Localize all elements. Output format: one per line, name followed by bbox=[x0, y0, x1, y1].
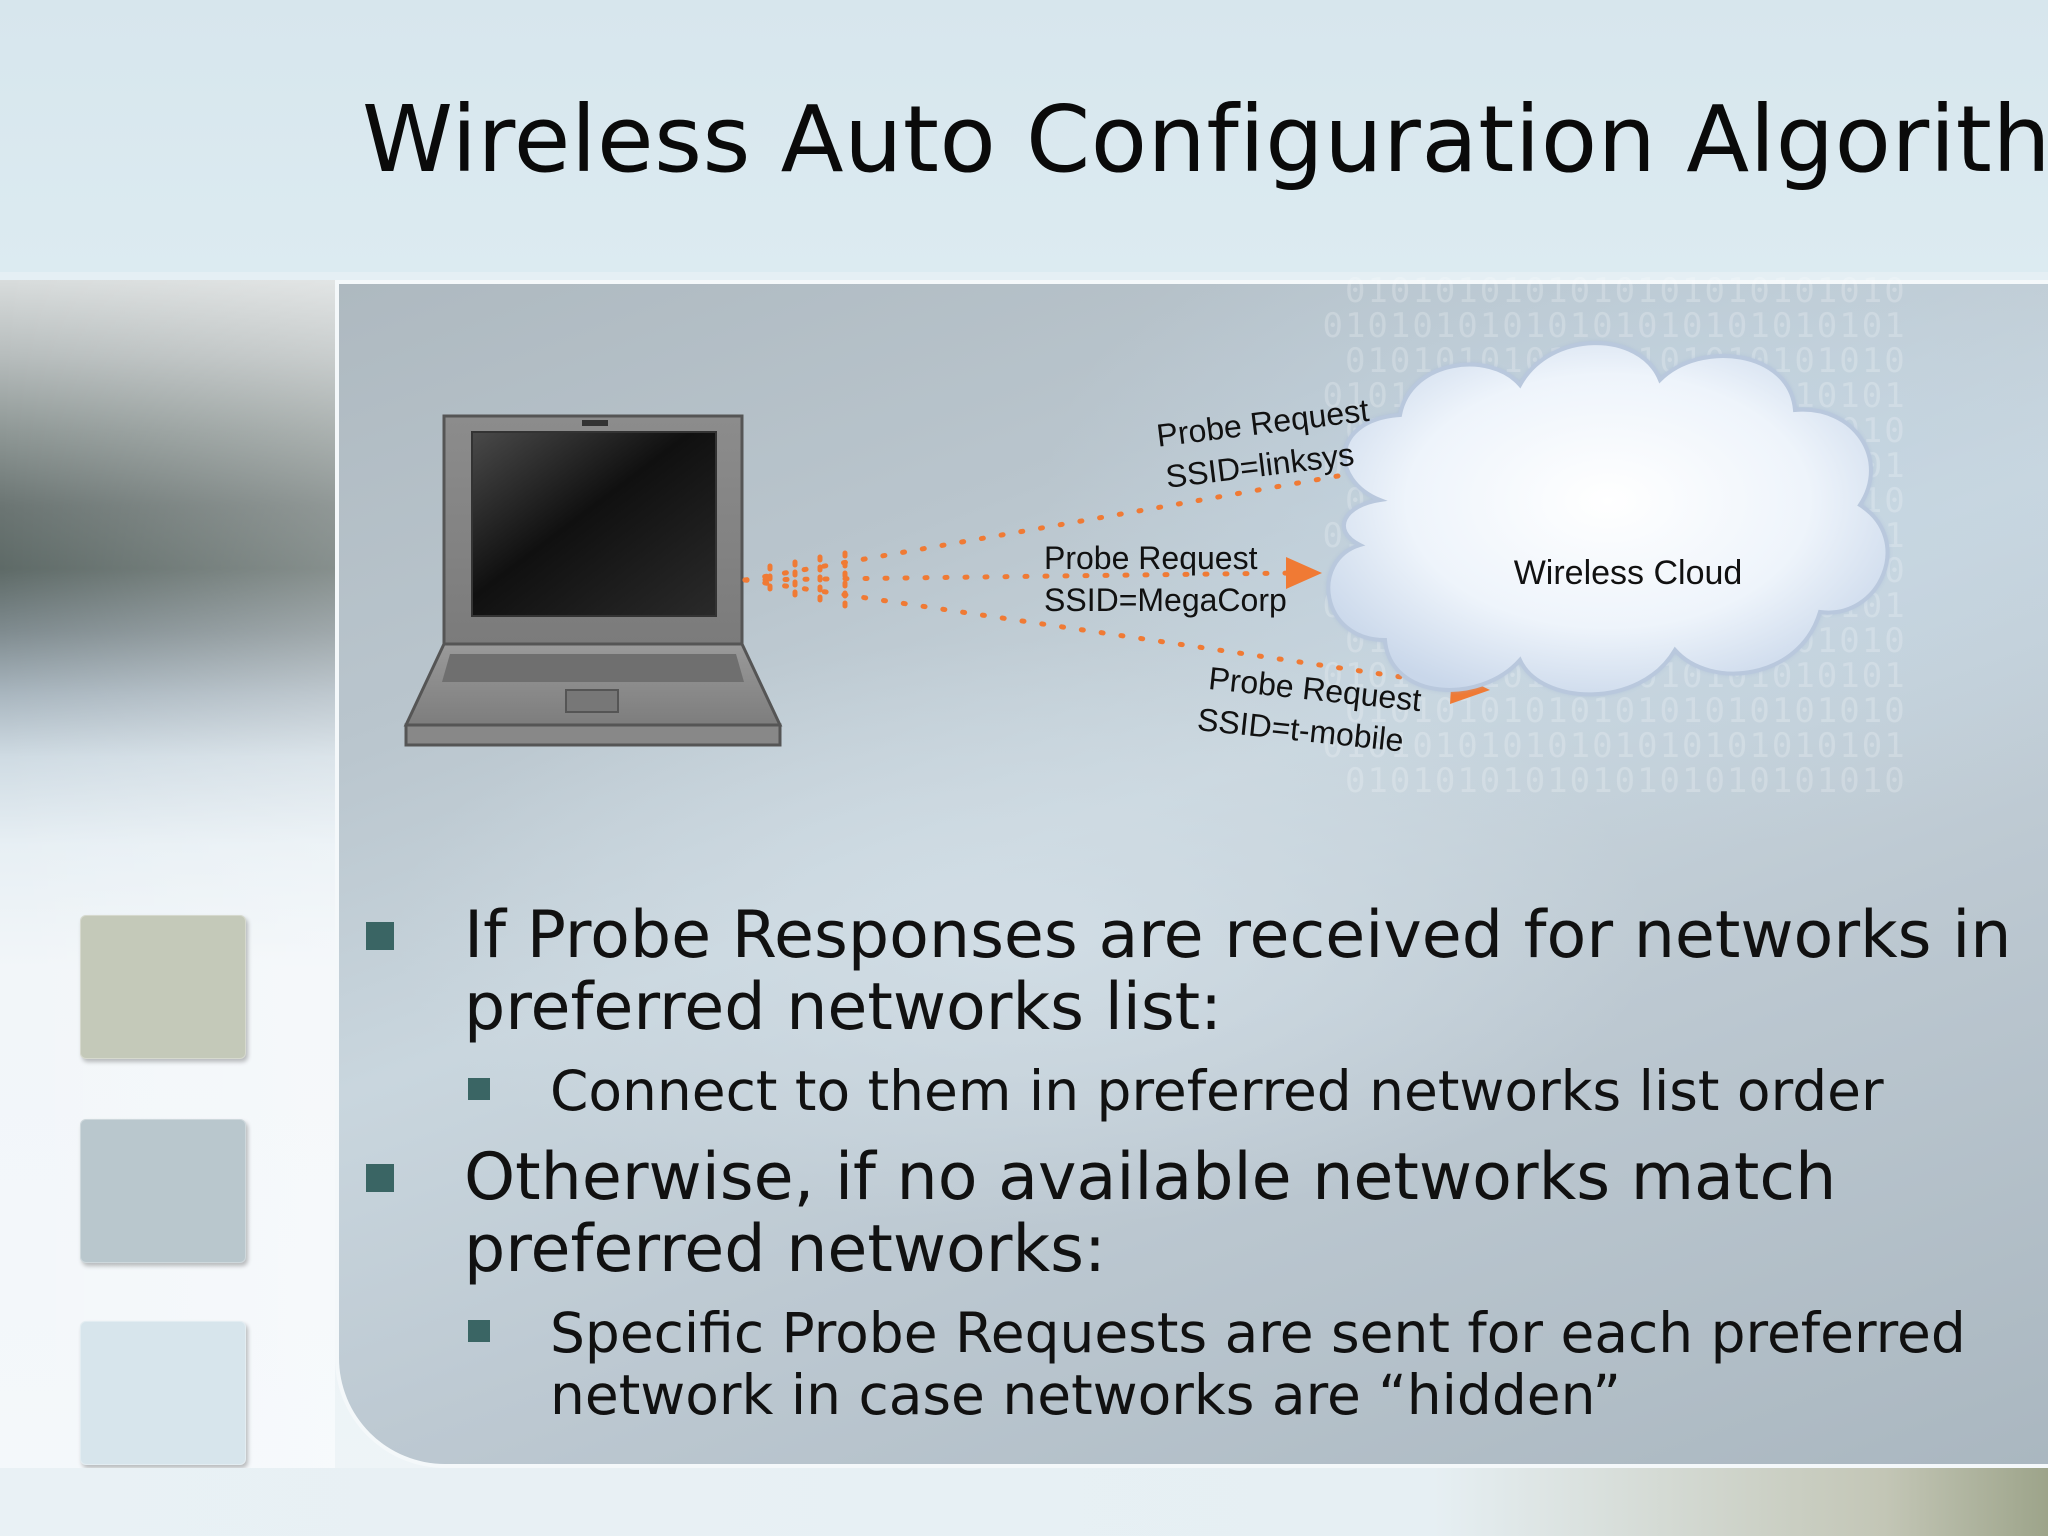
sub-bullet-text: Connect to them in preferred networks li… bbox=[550, 1059, 1884, 1123]
bullet-square-icon bbox=[468, 1078, 490, 1100]
left-decor-band bbox=[0, 280, 335, 1536]
cloud-label: Wireless Cloud bbox=[1514, 554, 1743, 592]
sub-bullet-text: Specific Probe Requests are sent for eac… bbox=[550, 1301, 1966, 1427]
decor-swatch-2 bbox=[80, 1119, 246, 1263]
bullet-square-icon bbox=[366, 922, 394, 950]
wireless-cloud-icon bbox=[1326, 341, 1890, 697]
bullet-item: Otherwise, if no available networks matc… bbox=[360, 1142, 2020, 1286]
title-band bbox=[0, 0, 2048, 272]
bottom-strip bbox=[0, 1468, 2048, 1536]
slide-title: Wireless Auto Configuration Algorithm bbox=[362, 86, 2048, 193]
bullet-item: If Probe Responses are received for netw… bbox=[360, 900, 2020, 1044]
laptop-icon bbox=[403, 414, 783, 747]
probe-arrows bbox=[742, 460, 1465, 689]
svg-text:SSID=MegaCorp: SSID=MegaCorp bbox=[1044, 582, 1287, 618]
bullet-square-icon bbox=[468, 1320, 490, 1342]
probe-label-megacorp: Probe Request SSID=MegaCorp bbox=[1044, 540, 1287, 618]
bullet-list: If Probe Responses are received for netw… bbox=[360, 900, 2020, 1446]
probe-label-linksys: Probe Request SSID=linksys bbox=[1155, 392, 1371, 495]
decor-swatch-1 bbox=[80, 915, 246, 1059]
decor-swatch-3 bbox=[80, 1321, 246, 1465]
svg-text:Probe Request: Probe Request bbox=[1044, 540, 1258, 576]
probe-label-tmobile: Probe Request SSID=t-mobile bbox=[1196, 660, 1424, 758]
sub-bullet-item: Connect to them in preferred networks li… bbox=[360, 1060, 2020, 1122]
bullet-text: If Probe Responses are received for netw… bbox=[464, 898, 2012, 1045]
sub-bullet-item: Specific Probe Requests are sent for eac… bbox=[360, 1302, 2020, 1426]
bullet-square-icon bbox=[366, 1164, 394, 1192]
bullet-text: Otherwise, if no available networks matc… bbox=[464, 1140, 1837, 1287]
